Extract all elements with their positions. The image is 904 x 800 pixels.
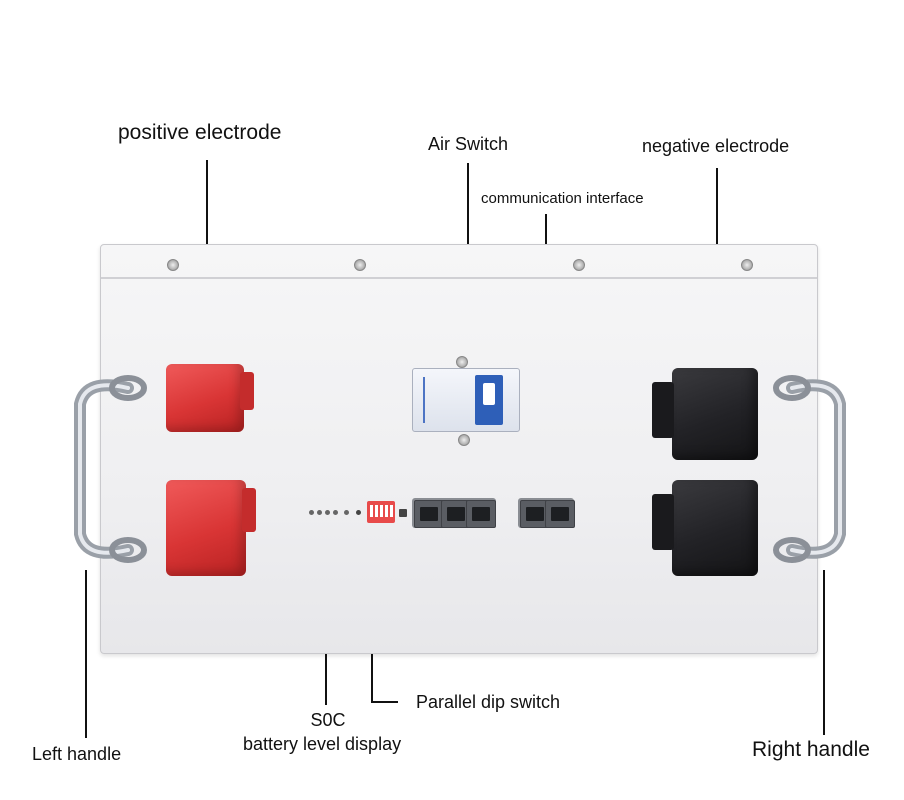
rj45-port-socket bbox=[420, 507, 438, 521]
screw-icon bbox=[458, 434, 470, 446]
rj45-port-socket bbox=[551, 507, 569, 521]
negative-terminal-cap-bottom bbox=[672, 480, 758, 576]
rj45-port-socket bbox=[447, 507, 465, 521]
label-air-switch: Air Switch bbox=[428, 134, 509, 154]
positive-terminal-cap-bottom bbox=[166, 480, 246, 576]
parallel-dip-switch[interactable] bbox=[367, 501, 395, 523]
rj45-port-socket bbox=[472, 507, 490, 521]
label-left-handle: Left handle bbox=[32, 744, 122, 764]
screw-icon bbox=[456, 356, 468, 368]
reset-button[interactable] bbox=[399, 509, 407, 517]
soc-led bbox=[325, 510, 330, 515]
soc-led bbox=[333, 510, 338, 515]
label-right-handle: Right handle bbox=[752, 738, 870, 761]
label-battery-level-display: battery level display bbox=[243, 734, 402, 754]
dip-key[interactable] bbox=[390, 505, 393, 517]
screw-icon bbox=[741, 259, 753, 271]
label-negative-electrode: negative electrode bbox=[642, 136, 790, 156]
dip-key[interactable] bbox=[385, 505, 388, 517]
positive-terminal-cap-top bbox=[166, 364, 244, 432]
label-soc: S0C bbox=[310, 710, 346, 730]
air-switch-breaker[interactable] bbox=[412, 368, 520, 432]
panel-rail bbox=[101, 277, 817, 279]
battery-front-panel bbox=[100, 244, 818, 654]
soc-led bbox=[317, 510, 322, 515]
communication-port[interactable] bbox=[545, 500, 575, 528]
dip-key[interactable] bbox=[370, 505, 373, 517]
label-communication-interface: communication interface bbox=[481, 190, 644, 207]
dip-key[interactable] bbox=[375, 505, 378, 517]
right-handle bbox=[773, 375, 846, 563]
breaker-lever-icon bbox=[483, 383, 495, 405]
rj45-port[interactable] bbox=[466, 500, 496, 528]
soc-led bbox=[309, 510, 314, 515]
positive-cap-tab bbox=[240, 372, 254, 410]
label-positive-electrode: positive electrode bbox=[118, 121, 282, 144]
left-handle bbox=[74, 375, 147, 563]
screw-icon bbox=[354, 259, 366, 271]
rj45-port[interactable] bbox=[414, 500, 444, 528]
breaker-markings bbox=[423, 377, 469, 423]
negative-terminal-cap-top bbox=[672, 368, 758, 460]
positive-cap-tab bbox=[242, 488, 256, 532]
negative-cap-tab bbox=[652, 494, 674, 550]
rj45-port-socket bbox=[526, 507, 544, 521]
soc-led bbox=[344, 510, 349, 515]
dip-key[interactable] bbox=[380, 505, 383, 517]
soc-led bbox=[356, 510, 361, 515]
screw-icon bbox=[573, 259, 585, 271]
label-parallel-dip-switch: Parallel dip switch bbox=[416, 692, 561, 712]
screw-icon bbox=[167, 259, 179, 271]
negative-cap-tab bbox=[652, 382, 674, 438]
